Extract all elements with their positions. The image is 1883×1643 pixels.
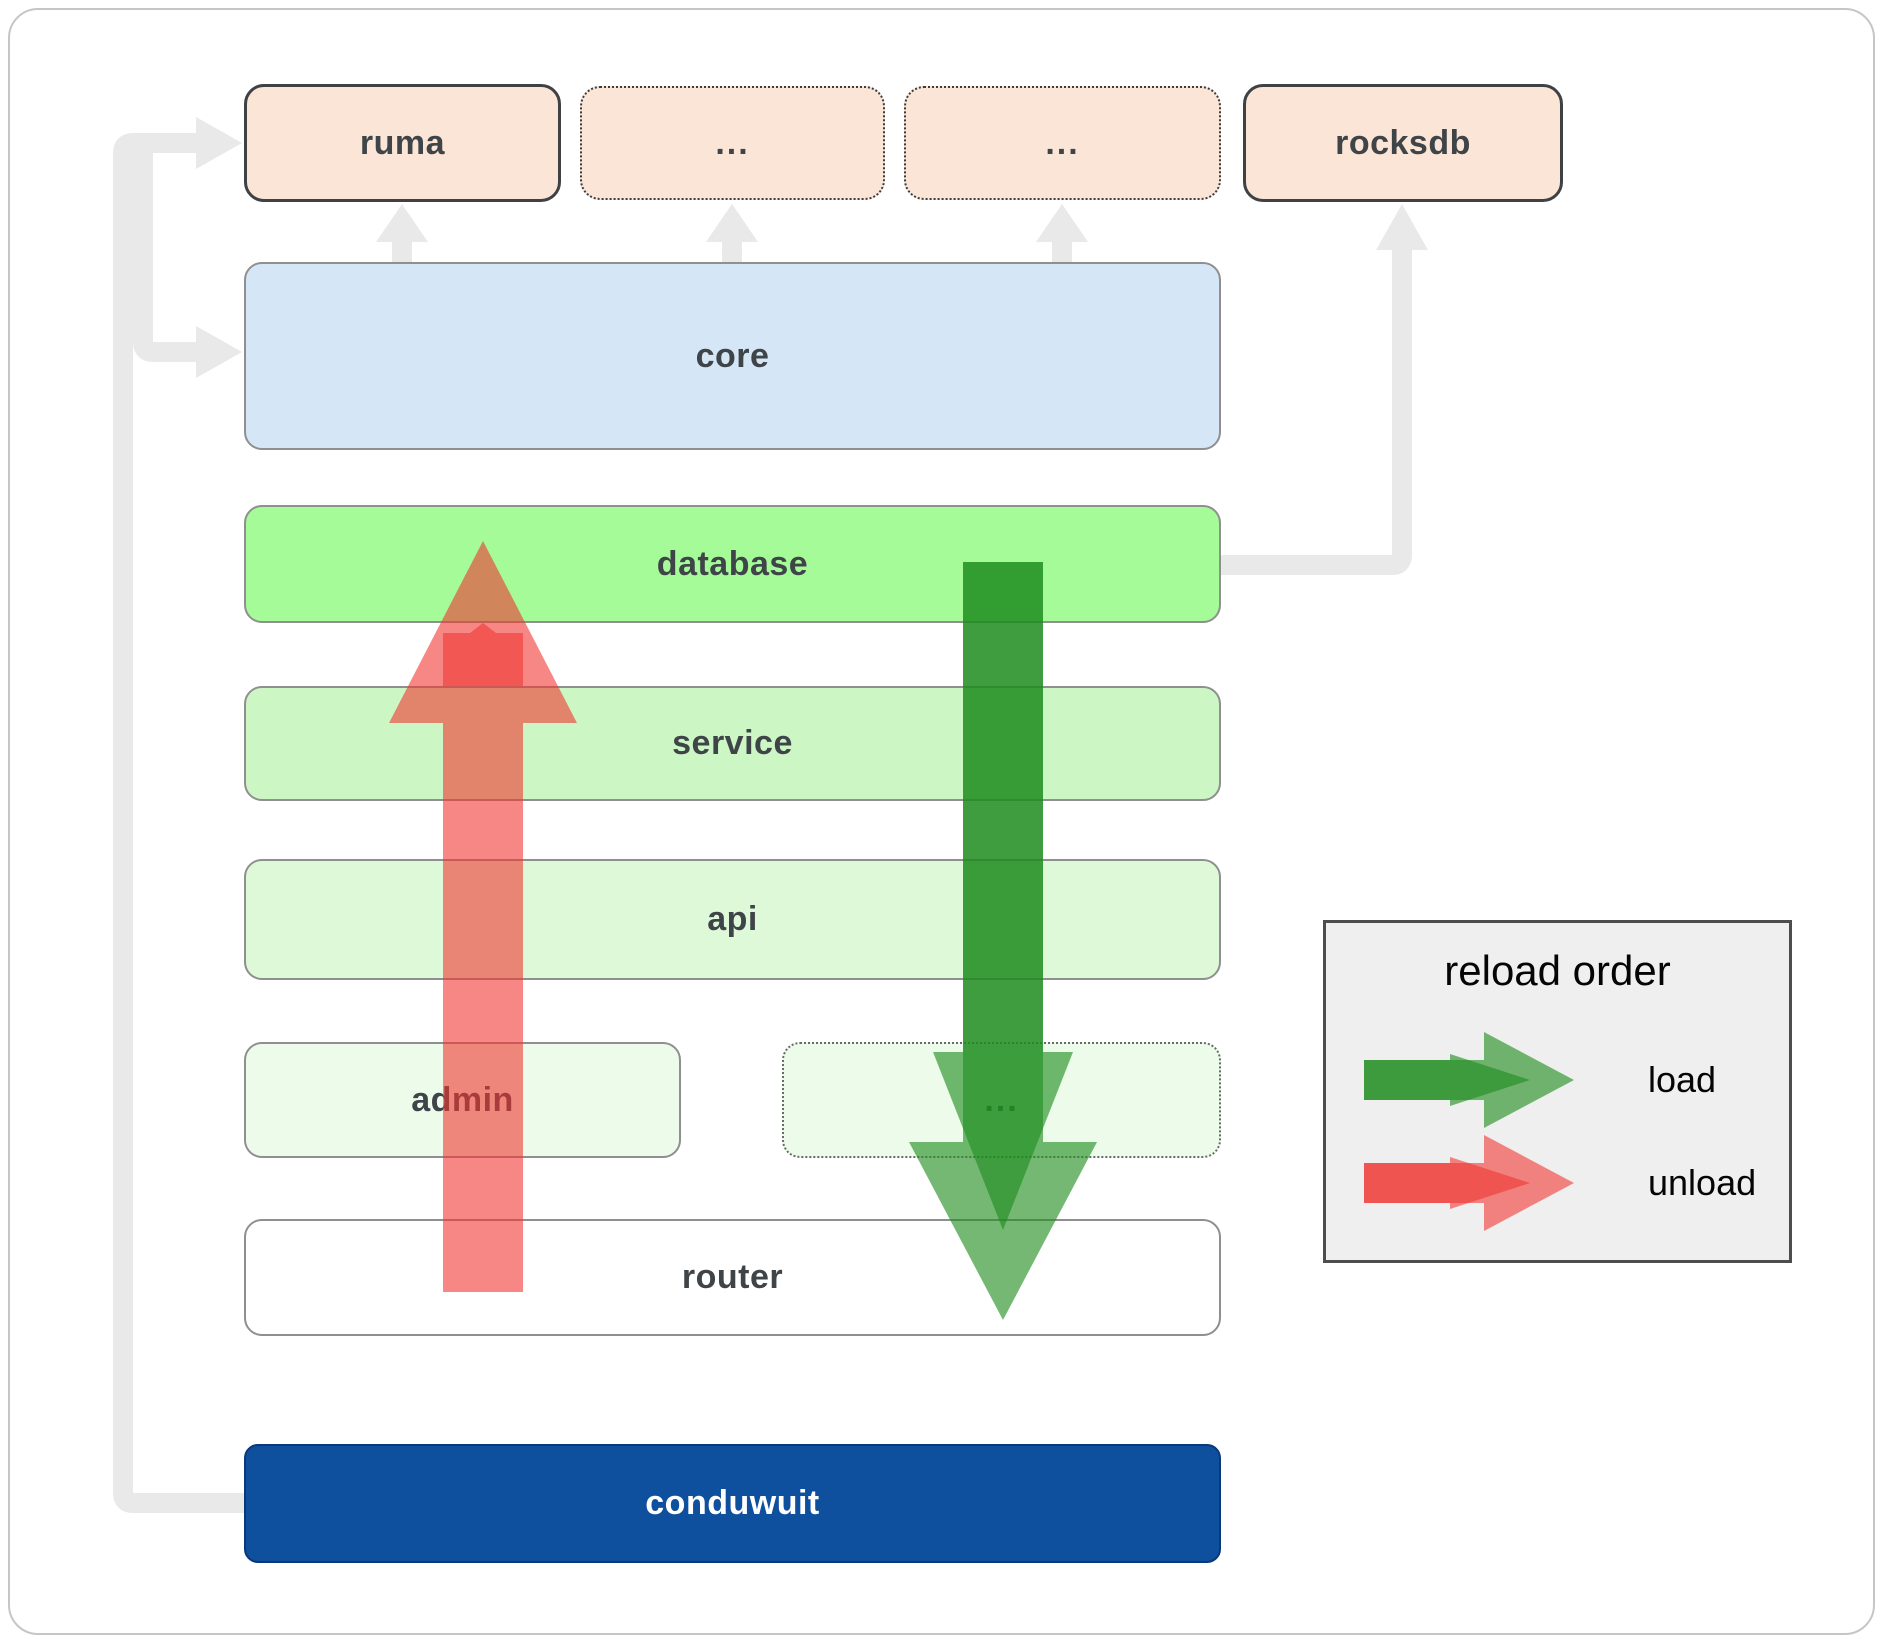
box-admin-label: admin [411, 1080, 514, 1119]
box-api: api [244, 859, 1221, 980]
box-ellipsis-left: ... [580, 86, 885, 200]
box-admin: admin [244, 1042, 681, 1158]
box-ellipsis-left-label: ... [715, 123, 750, 162]
box-core-label: core [695, 336, 770, 375]
legend-row-unload: unload [1362, 1133, 1756, 1233]
box-ellipsis-right: ... [904, 86, 1221, 200]
box-api-label: api [707, 900, 758, 938]
diagram-outer-frame [8, 8, 1875, 1635]
box-router: router [244, 1219, 1221, 1336]
box-service-label: service [672, 724, 793, 762]
box-database-label: database [656, 544, 809, 583]
legend-panel: reload order load unload [1323, 920, 1792, 1263]
box-admin-ellipsis-label: ... [984, 1080, 1019, 1119]
box-rocksdb-label: rocksdb [1335, 123, 1471, 162]
box-conduwuit-label: conduwuit [645, 1484, 820, 1522]
legend-unload-label: unload [1648, 1162, 1757, 1203]
box-core: core [244, 262, 1221, 450]
load-arrow-icon [1364, 1032, 1574, 1128]
legend-load-label: load [1648, 1059, 1717, 1100]
box-router-label: router [681, 1258, 784, 1296]
box-ruma: ruma [244, 84, 561, 202]
box-database: database [244, 505, 1221, 623]
box-admin-ellipsis: ... [782, 1042, 1221, 1158]
legend-title: reload order [1444, 947, 1671, 994]
box-conduwuit: conduwuit [244, 1444, 1221, 1563]
unload-arrow-icon [1364, 1135, 1574, 1231]
box-ellipsis-right-label: ... [1045, 123, 1080, 162]
box-rocksdb: rocksdb [1243, 84, 1563, 202]
box-ruma-label: ruma [359, 123, 446, 162]
box-service: service [244, 686, 1221, 801]
legend-row-load: load [1362, 1030, 1716, 1130]
